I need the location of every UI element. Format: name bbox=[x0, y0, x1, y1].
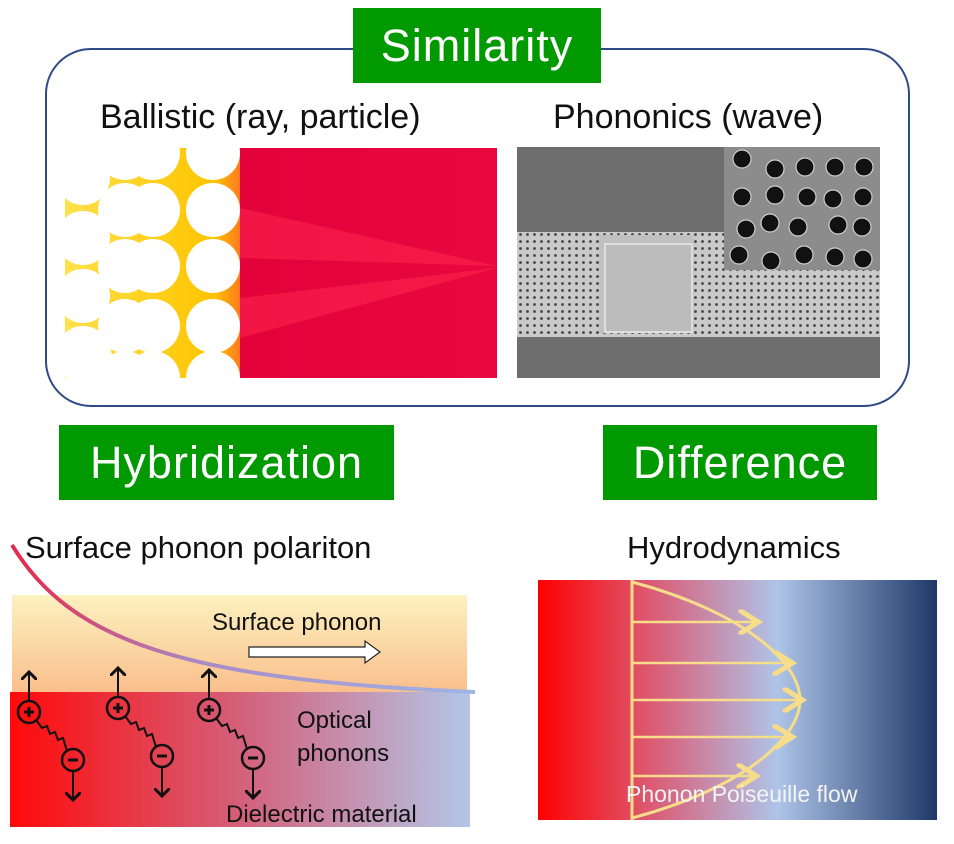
spp-diagram: Surface phonon Optical phonons Dielectri… bbox=[10, 543, 476, 828]
spring-icon bbox=[35, 719, 68, 752]
hole bbox=[765, 185, 785, 205]
hole bbox=[828, 215, 848, 235]
similarity-heading: Similarity bbox=[353, 8, 601, 83]
pillar bbox=[98, 239, 152, 293]
dielectric-label: Dielectric material bbox=[226, 801, 417, 828]
phononics-title: Phononics (wave) bbox=[553, 98, 824, 136]
spp-title: Surface phonon polariton bbox=[25, 530, 372, 565]
pillar bbox=[98, 183, 152, 237]
hole bbox=[788, 217, 808, 237]
pillar bbox=[186, 299, 240, 353]
hole bbox=[853, 187, 873, 207]
hole bbox=[795, 157, 815, 177]
pillar bbox=[186, 183, 240, 237]
optical-label-2: phonons bbox=[297, 740, 389, 767]
evanescent-field-curve bbox=[10, 543, 476, 694]
surface-region bbox=[12, 595, 467, 692]
positive-charge-icon bbox=[16, 699, 42, 725]
surface-phonon-label: Surface phonon bbox=[212, 609, 381, 636]
hole bbox=[794, 245, 814, 265]
pillar bbox=[65, 269, 110, 323]
pillar bbox=[98, 148, 152, 180]
hole bbox=[823, 189, 843, 209]
positive-charge-icon bbox=[196, 697, 222, 723]
pillar bbox=[186, 239, 240, 293]
pillar bbox=[65, 148, 112, 175]
hole bbox=[765, 159, 785, 179]
spring-icon bbox=[215, 717, 248, 750]
hole bbox=[852, 217, 872, 237]
hole bbox=[797, 187, 817, 207]
hole bbox=[825, 247, 845, 267]
hole bbox=[736, 219, 756, 239]
pillar bbox=[65, 211, 110, 265]
flow-label: Phonon Poiseuille flow bbox=[626, 781, 858, 807]
ballistic-thermal-image bbox=[65, 148, 497, 378]
dielectric-region bbox=[10, 692, 470, 827]
pillar-array bbox=[65, 148, 240, 378]
hybridization-heading: Hybridization bbox=[59, 425, 394, 500]
hole bbox=[732, 149, 752, 169]
hole bbox=[853, 249, 873, 269]
optical-label-1: Optical bbox=[297, 707, 372, 734]
ballistic-title: Ballistic (ray, particle) bbox=[100, 98, 421, 136]
propagation-arrow-icon bbox=[248, 639, 382, 665]
hole bbox=[729, 245, 749, 265]
pillar bbox=[98, 299, 152, 353]
phononic-crystal-sem-image bbox=[517, 147, 880, 378]
spring-icon bbox=[124, 715, 157, 748]
pillar bbox=[186, 148, 240, 180]
hole bbox=[732, 187, 752, 207]
hydrodynamics-title: Hydrodynamics bbox=[627, 530, 841, 565]
hole bbox=[760, 213, 780, 233]
hole bbox=[825, 157, 845, 177]
dipole-group bbox=[16, 668, 266, 800]
poiseuille-flow-diagram: Phonon Poiseuille flow bbox=[538, 580, 937, 820]
difference-heading: Difference bbox=[603, 425, 877, 500]
positive-charge-icon bbox=[105, 695, 131, 721]
hole bbox=[854, 157, 874, 177]
pillar bbox=[65, 331, 112, 378]
pillar bbox=[186, 351, 240, 378]
hole bbox=[761, 251, 781, 271]
